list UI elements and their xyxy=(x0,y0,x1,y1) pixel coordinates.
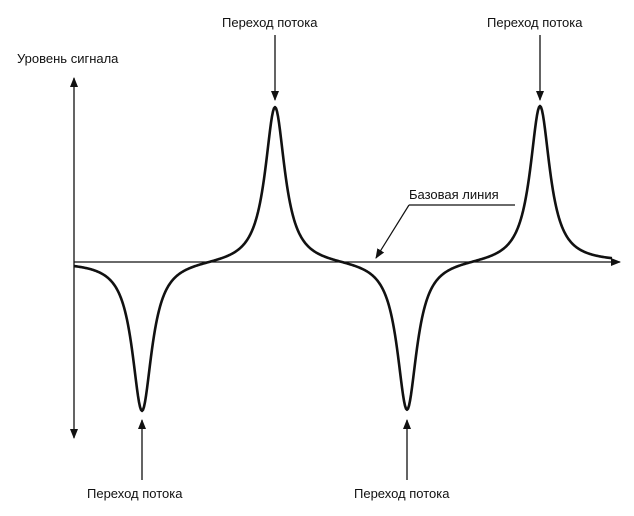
flux-transition-label-bottom-1: Переход потока xyxy=(87,486,183,501)
baseline-label: Базовая линия xyxy=(409,187,499,202)
axis-label-signal-level: Уровень сигнала xyxy=(17,51,119,66)
flux-transition-label-bottom-2: Переход потока xyxy=(354,486,450,501)
signal-waveform xyxy=(73,104,613,413)
baseline-callout-arrow xyxy=(375,204,410,259)
flux-transition-label-top-1: Переход потока xyxy=(222,15,318,30)
flux-transition-label-top-2: Переход потока xyxy=(487,15,583,30)
